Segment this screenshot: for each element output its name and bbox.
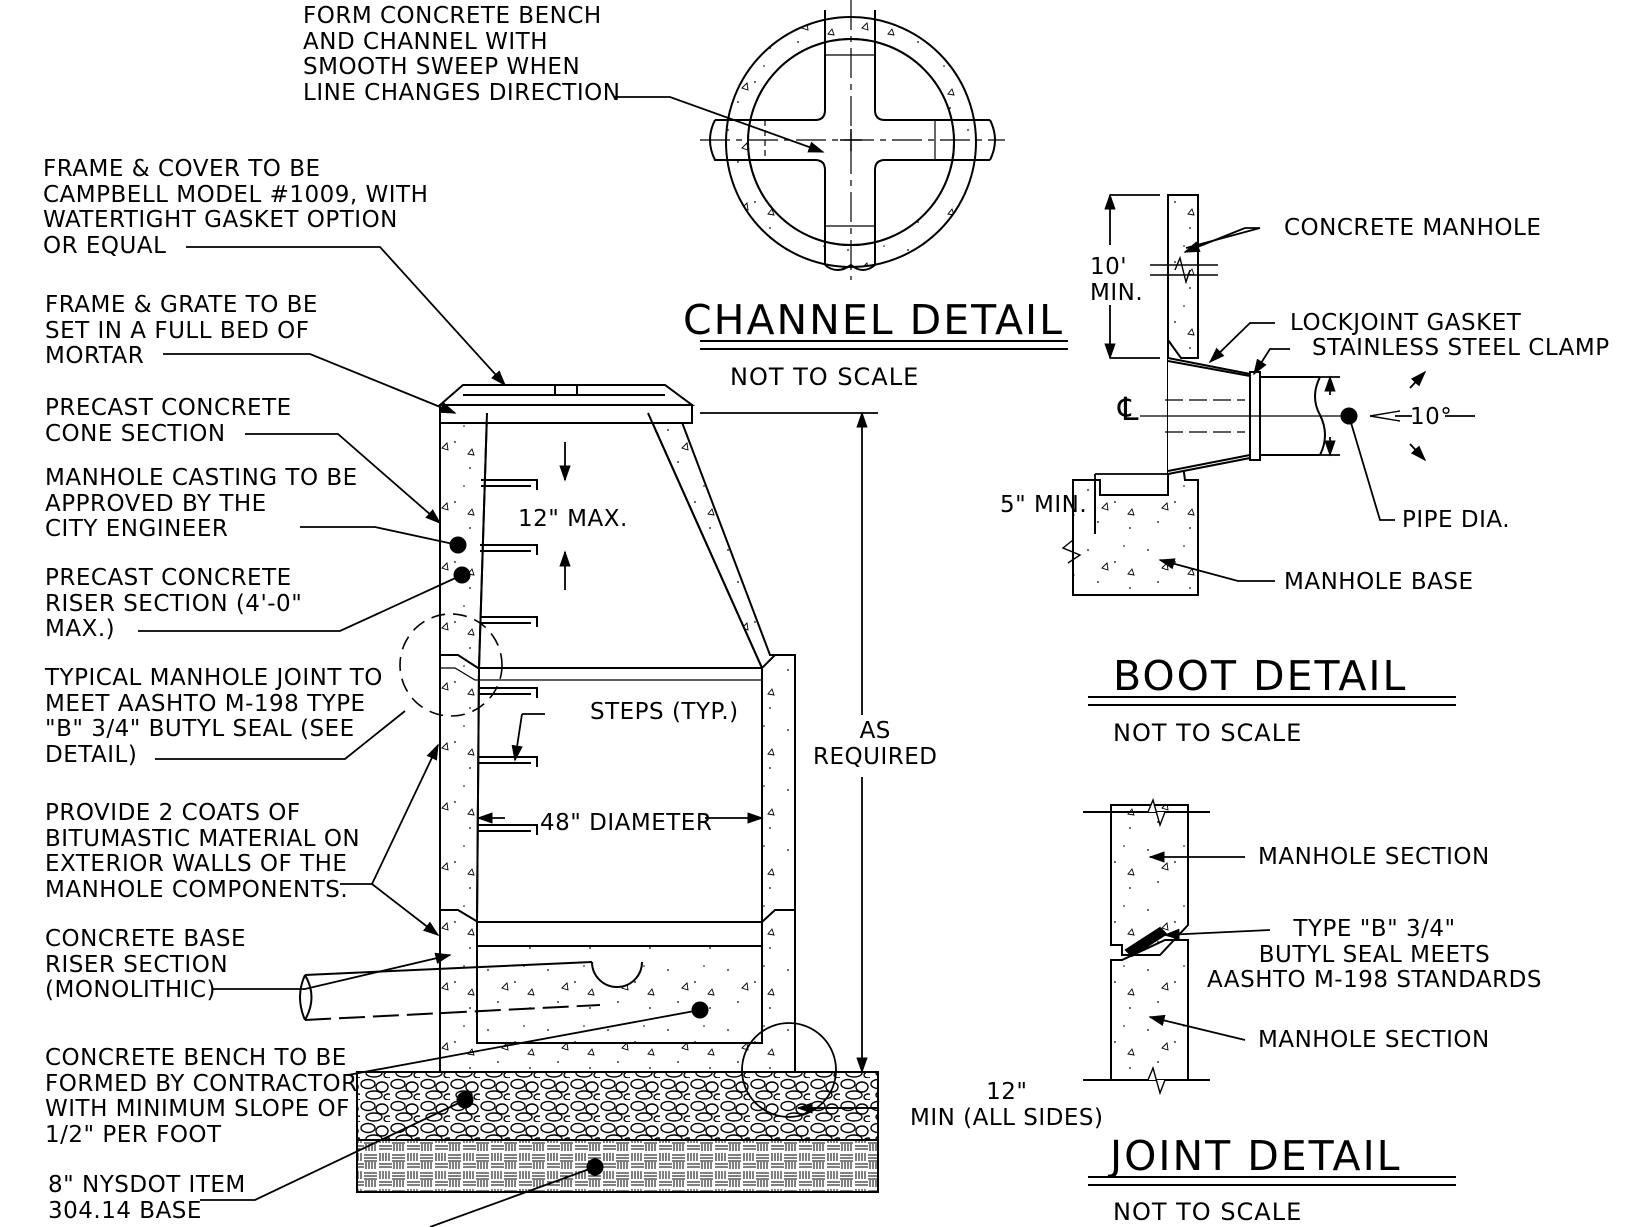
boot-detail-scale: NOT TO SCALE bbox=[1113, 719, 1303, 747]
joint-detail-view bbox=[1083, 797, 1210, 1096]
manhole-leaders bbox=[138, 246, 701, 1227]
base-min-dim: 12" MIN (ALL SIDES) bbox=[910, 1079, 1104, 1131]
joint-seal-label: TYPE "B" 3/4" BUTYL SEAL MEETS AASHTO M-… bbox=[1207, 916, 1542, 993]
channel-detail-title-lines bbox=[700, 340, 1068, 350]
joint-section-top-label: MANHOLE SECTION bbox=[1258, 844, 1490, 870]
frame-cover-note: FRAME & COVER TO BE CAMPBELL MODEL #1009… bbox=[43, 156, 429, 259]
channel-note: FORM CONCRETE BENCH AND CHANNEL WITH SMO… bbox=[303, 3, 621, 106]
channel-detail-title: CHANNEL DETAIL bbox=[683, 296, 1064, 344]
boot-min10-dim: 10' MIN. bbox=[1090, 254, 1144, 306]
joint-section-bottom-label: MANHOLE SECTION bbox=[1258, 1027, 1490, 1053]
height-dim: AS REQUIRED bbox=[813, 718, 938, 770]
boot-concrete-manhole-label: CONCRETE MANHOLE bbox=[1284, 215, 1542, 241]
step-spacing-dim: 12" MAX. bbox=[518, 506, 628, 532]
bitumastic-note: PROVIDE 2 COATS OF BITUMASTIC MATERIAL O… bbox=[45, 800, 361, 903]
frame-grate-note: FRAME & GRATE TO BE SET IN A FULL BED OF… bbox=[45, 292, 318, 369]
centerline-icon: ℄ bbox=[1118, 390, 1140, 428]
boot-detail-title: BOOT DETAIL bbox=[1113, 652, 1408, 700]
boot-pipe-dia-label: PIPE DIA. bbox=[1402, 507, 1510, 533]
boot-clamp-label: STAINLESS STEEL CLAMP bbox=[1312, 335, 1610, 361]
manhole-steps bbox=[478, 479, 538, 835]
nysdot-note: 8" NYSDOT ITEM 304.14 BASE bbox=[48, 1172, 246, 1224]
manhole-section-view bbox=[299, 384, 879, 1193]
manhole-dimensions bbox=[476, 411, 878, 1114]
cone-section-note: PRECAST CONCRETE CONE SECTION bbox=[45, 395, 292, 447]
boot-dimensions bbox=[1094, 193, 1475, 582]
steps-label: STEPS (TYP.) bbox=[590, 699, 739, 725]
joint-detail-title: JOINT DETAIL bbox=[1110, 1132, 1402, 1180]
boot-detail-view bbox=[1061, 194, 1358, 596]
channel-detail-scale: NOT TO SCALE bbox=[730, 363, 920, 391]
joint-detail-title-lines bbox=[1088, 1176, 1456, 1186]
channel-detail-plan bbox=[700, 0, 1005, 280]
riser-section-note: PRECAST CONCRETE RISER SECTION (4'-0" MA… bbox=[45, 565, 303, 642]
base-riser-note: CONCRETE BASE RISER SECTION (MONOLITHIC) bbox=[45, 926, 246, 1003]
casting-note: MANHOLE CASTING TO BE APPROVED BY THE CI… bbox=[45, 465, 358, 542]
boot-manhole-base-label: MANHOLE BASE bbox=[1284, 569, 1474, 595]
joint-leaders bbox=[1148, 851, 1271, 1041]
channel-note-leader bbox=[615, 96, 825, 153]
boot-lockjoint-label: LOCKJOINT GASKET bbox=[1290, 310, 1522, 336]
diameter-dim: 48" DIAMETER bbox=[540, 810, 713, 836]
joint-note: TYPICAL MANHOLE JOINT TO MEET AASHTO M-1… bbox=[45, 665, 383, 768]
boot-detail-title-lines bbox=[1088, 696, 1456, 706]
boot-min5-dim: 5" MIN. bbox=[1000, 492, 1088, 518]
bench-note: CONCRETE BENCH TO BE FORMED BY CONTRACTO… bbox=[45, 1045, 358, 1148]
joint-detail-scale: NOT TO SCALE bbox=[1113, 1198, 1303, 1226]
boot-angle-label: 10° bbox=[1410, 404, 1453, 430]
